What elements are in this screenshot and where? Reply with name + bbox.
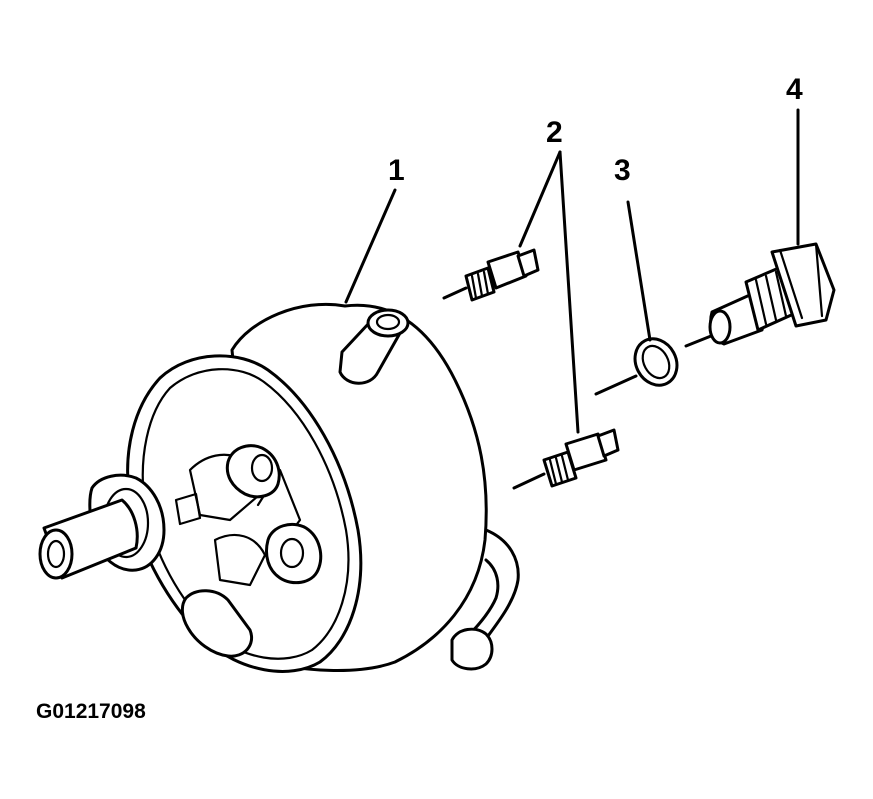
fitting-lower xyxy=(512,428,620,490)
o-ring xyxy=(594,337,679,396)
callout-2: 2 xyxy=(546,116,563,149)
fitting-upper xyxy=(442,248,540,302)
callout-1: 1 xyxy=(388,154,405,187)
plug-fitting xyxy=(684,242,836,348)
pump-assembly xyxy=(38,302,520,673)
leader-lines xyxy=(344,108,800,434)
figure-id: G01217098 xyxy=(36,700,146,723)
callout-3: 3 xyxy=(614,154,631,187)
callout-4: 4 xyxy=(786,73,803,106)
